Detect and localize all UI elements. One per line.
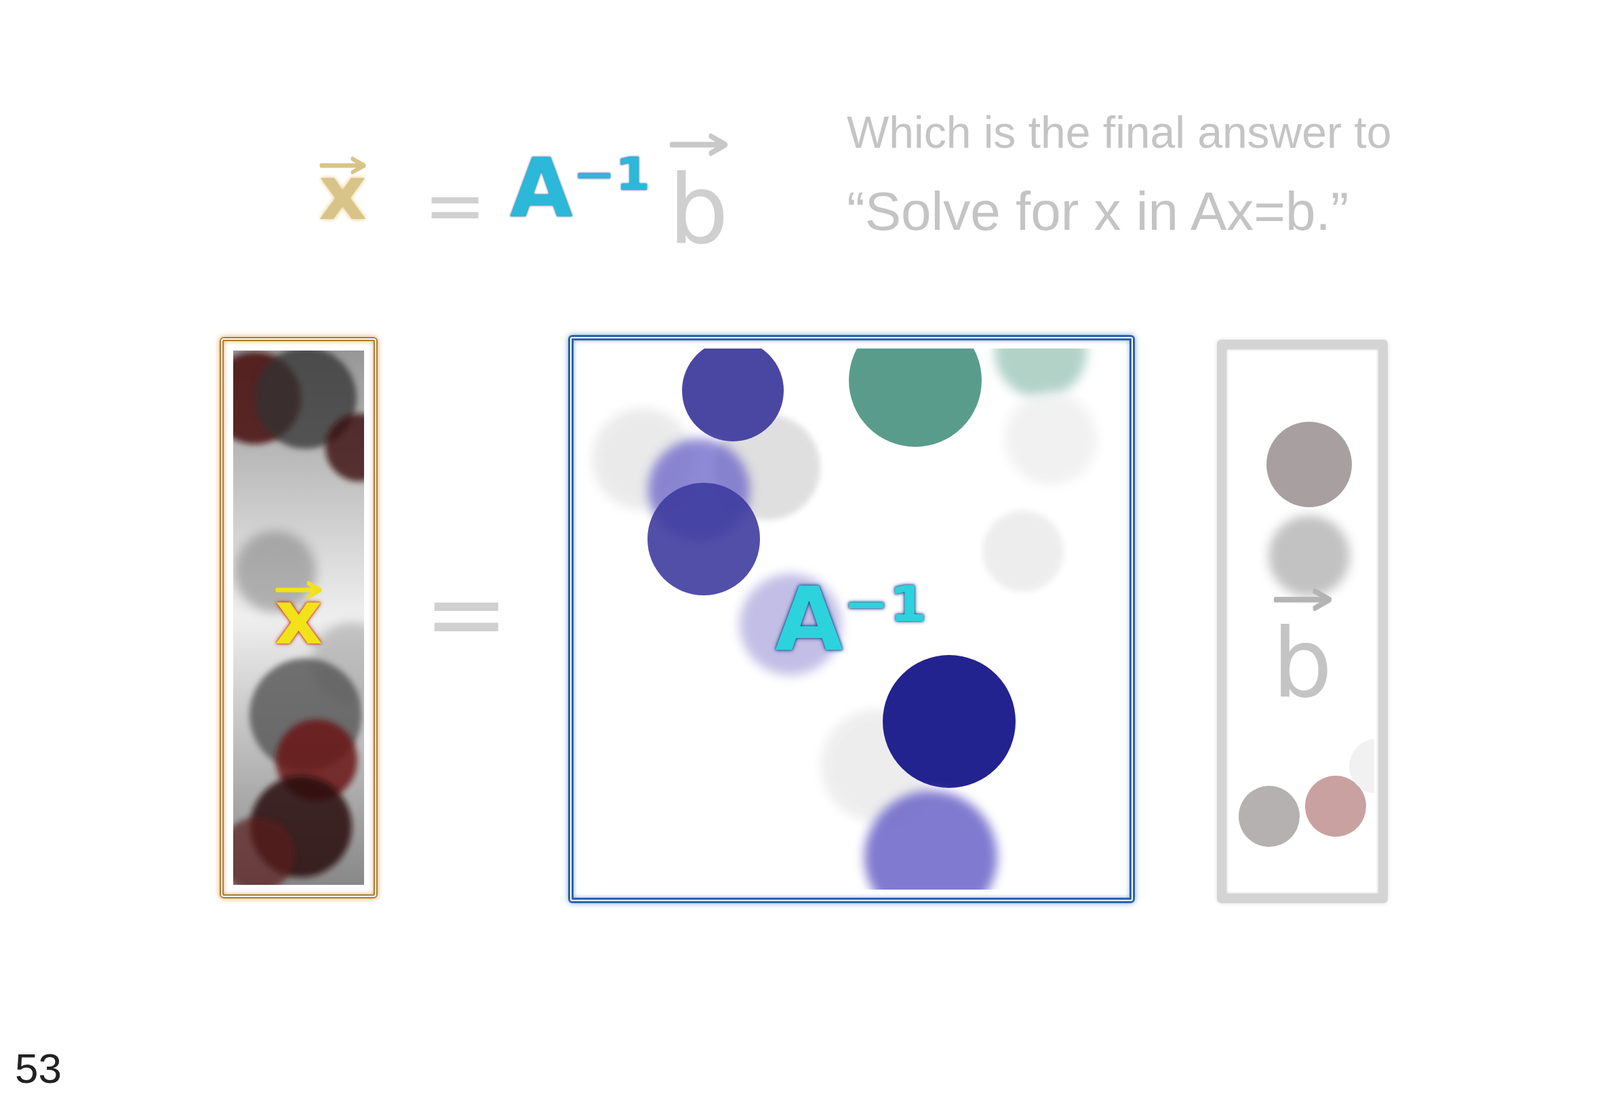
label-holder: = bbox=[423, 562, 510, 665]
vector-box: x bbox=[219, 336, 378, 899]
matrix-fill bbox=[591, 348, 1097, 890]
vector-arrow bbox=[668, 134, 729, 156]
x-vector-fill bbox=[233, 350, 365, 885]
vector-label: x bbox=[274, 574, 323, 662]
note-text: Which is the final answer to bbox=[846, 107, 1392, 158]
label-holder: = bbox=[423, 168, 487, 243]
equals-sign: = bbox=[423, 554, 510, 673]
b-vector-fill bbox=[1238, 421, 1375, 847]
vector-symbol: b bbox=[1272, 616, 1333, 712]
label-holder: 53 bbox=[14, 1047, 62, 1090]
matrix-box: A⁻¹ bbox=[568, 334, 1135, 904]
note-text: “Solve for x in Ax=b.” bbox=[846, 181, 1349, 242]
label-holder: x bbox=[318, 155, 367, 231]
vector-label: b bbox=[1272, 608, 1333, 719]
equals-sign: = bbox=[423, 162, 487, 249]
vector-symbol: x bbox=[274, 580, 323, 655]
equation-term: A⁻¹ bbox=[509, 141, 652, 236]
vector-symbol: x bbox=[318, 155, 367, 231]
vector-box: b bbox=[1216, 339, 1388, 904]
vector-symbol: b bbox=[668, 162, 729, 258]
label-holder: Which is the final answer to bbox=[846, 109, 1392, 155]
label-holder: “Solve for x in Ax=b.” bbox=[846, 184, 1349, 239]
label-holder: A⁻¹ bbox=[509, 147, 652, 230]
equation-term: b bbox=[668, 154, 729, 266]
vector-arrow bbox=[1272, 589, 1333, 611]
page-number: 53 bbox=[14, 1044, 62, 1092]
label-holder: b bbox=[668, 162, 729, 258]
vector-label: A⁻¹ bbox=[774, 567, 929, 671]
equation-term: x bbox=[318, 149, 367, 237]
